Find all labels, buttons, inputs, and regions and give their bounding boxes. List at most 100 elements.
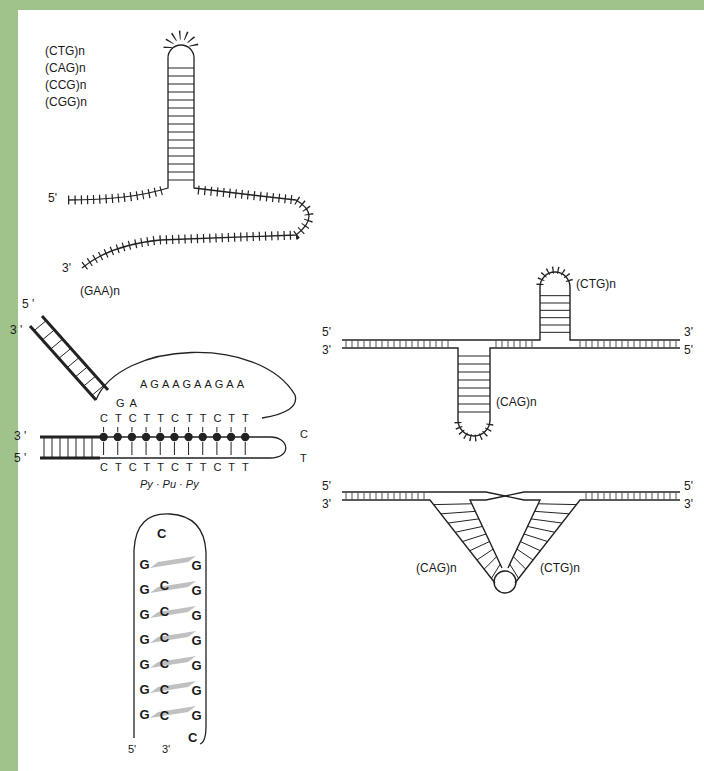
- base-pair-rung: [59, 348, 71, 358]
- base-pair-rung: [470, 542, 490, 551]
- purine-base-dot: [199, 433, 207, 441]
- base-pair-rung: [670, 493, 671, 499]
- base-letter: C: [300, 428, 308, 441]
- strand-end-label: 3': [322, 344, 331, 358]
- base-pair-rung: [388, 341, 389, 347]
- base-pair-rung: [458, 396, 490, 397]
- cruciform-strand: [470, 492, 680, 568]
- base-pair-rung: [540, 303, 570, 304]
- base-pair-rung: [394, 341, 395, 347]
- base-pair-rung: [441, 511, 476, 513]
- base-pair-rung: [168, 76, 194, 77]
- base-letter: GGGGGGG: [138, 552, 151, 727]
- base-pair-rung: [535, 511, 570, 513]
- purine-base-dot: [170, 433, 178, 441]
- base-pair-rung: [540, 332, 570, 333]
- base-pair-rung: [352, 341, 353, 347]
- base-pair-rung: [458, 380, 490, 381]
- base-pair-rung: [400, 493, 401, 499]
- base-pair-rung: [491, 564, 500, 578]
- base-pair-rung: [634, 493, 635, 499]
- repeat-label: (CCG)n: [45, 79, 86, 93]
- base-pair-rung: [520, 341, 521, 347]
- base-pair-rung: [92, 385, 104, 395]
- base-pair-rung: [622, 493, 623, 499]
- base-pair-rung: [442, 341, 443, 347]
- base-pair-rung: [352, 493, 353, 499]
- g-quartet-plane: [150, 656, 196, 668]
- purine-base-dot: [241, 433, 249, 441]
- base-pair-rung: [168, 108, 194, 109]
- base-pair-rung: [540, 310, 570, 311]
- base-pair-rung: [216, 442, 217, 455]
- purine-base-dot: [114, 433, 122, 441]
- base-pair-rung: [168, 172, 194, 173]
- strand-end-label: 3': [162, 743, 170, 756]
- base-pair-rung: [188, 442, 189, 455]
- base-pair-rung: [75, 367, 87, 377]
- base-pair-rung: [168, 180, 194, 181]
- base-pair-rung: [538, 503, 576, 505]
- base-pair-rung: [524, 534, 548, 542]
- quadruplex-backbone: [134, 514, 206, 744]
- base-pair-rung: [664, 493, 665, 499]
- base-pair-rung: [532, 341, 533, 347]
- base-pair-rung: [84, 438, 85, 457]
- base-pair-rung: [531, 519, 562, 523]
- base-pair-rung: [434, 503, 472, 505]
- strand-end-label: 5': [322, 326, 331, 340]
- strand-end-label: 5': [322, 480, 331, 494]
- g-quartet-plane: [150, 706, 196, 718]
- base-pair-rung: [458, 372, 490, 373]
- strand-end-label: 5 ': [14, 452, 26, 466]
- base-pair-rung: [168, 148, 194, 149]
- base-pair-rung: [540, 317, 570, 318]
- hairpin-base-ticks: [68, 35, 309, 268]
- base-pair-rung: [168, 84, 194, 85]
- base-pair-rung: [84, 376, 96, 386]
- base-pair-rung: [658, 493, 659, 499]
- base-pair-rung: [592, 341, 593, 347]
- base-pair-rung: [616, 493, 617, 499]
- base-pair-rung: [117, 427, 118, 432]
- base-letter: T: [300, 452, 307, 465]
- base-pair-rung: [131, 442, 132, 455]
- g-quartet-plane: [150, 581, 196, 593]
- strand-end-label: 3 ': [10, 324, 22, 338]
- base-pair-rung: [382, 493, 383, 499]
- base-pair-rung: [436, 341, 437, 347]
- base-pair-rung: [628, 341, 629, 347]
- base-pair-rung: [67, 358, 79, 368]
- duplex-strand: [40, 436, 100, 439]
- purine-base-dot: [142, 433, 150, 441]
- base-pair-rung: [640, 493, 641, 499]
- base-pair-rung: [448, 519, 479, 523]
- base-pair-rung: [168, 132, 194, 133]
- base-pair-rung: [484, 557, 497, 570]
- base-pair-rung: [202, 442, 203, 455]
- base-pair-rung: [76, 438, 77, 457]
- strand-end-label: 3': [684, 326, 693, 340]
- base-pair-rung: [388, 493, 389, 499]
- base-pair-rung: [202, 427, 203, 432]
- base-letter: CCCCCC: [158, 573, 171, 729]
- base-pair-rung: [346, 493, 347, 499]
- base-pair-rung: [216, 427, 217, 432]
- base-letter: GGGGGGG: [190, 553, 203, 728]
- base-pair-rung: [231, 442, 232, 455]
- hairpin-strand: [68, 45, 309, 268]
- base-pair-rung: [68, 438, 69, 457]
- duplex-strand: [40, 457, 100, 460]
- repeat-label: (CGG)n: [45, 96, 87, 110]
- cruciform-strand: [342, 492, 540, 568]
- base-letter: C: [188, 731, 197, 746]
- strand-end-label: 3': [62, 262, 71, 276]
- base-pair-rung: [540, 325, 570, 326]
- base-pair-rung: [598, 493, 599, 499]
- purine-base-dot: [156, 433, 164, 441]
- white-panel: [18, 10, 704, 771]
- base-pair-rung: [508, 341, 509, 347]
- base-pair-rung: [394, 493, 395, 499]
- base-pair-rung: [406, 493, 407, 499]
- base-pair-rung: [598, 341, 599, 347]
